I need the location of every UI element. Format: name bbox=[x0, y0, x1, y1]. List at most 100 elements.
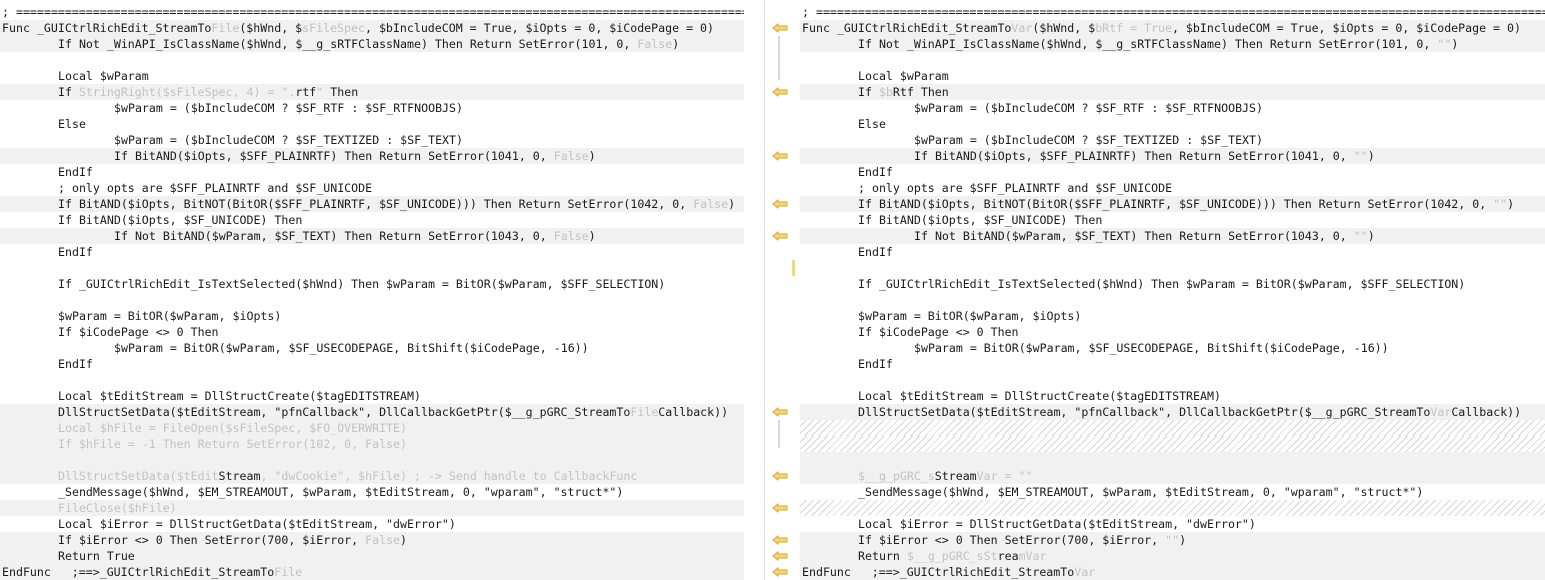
code-token: DllStructSetData($tEdit bbox=[58, 469, 219, 483]
change-marker bbox=[792, 260, 795, 276]
right-code-line[interactable]: If $iError <> 0 Then SetError(700, $iErr… bbox=[800, 532, 1545, 548]
left-code-line[interactable]: $wParam = BitOR($wParam, $SF_USECODEPAGE… bbox=[0, 340, 744, 356]
right-code-line[interactable]: Local $wParam bbox=[800, 68, 1545, 84]
right-code-line[interactable] bbox=[800, 260, 1545, 276]
right-code-line[interactable]: Local $iError = DllStructGetData($tEditS… bbox=[800, 516, 1545, 532]
left-code-line[interactable]: If BitAND($iOpts, BitNOT(BitOR($SFF_PLAI… bbox=[0, 196, 744, 212]
left-code-line[interactable]: $wParam = BitOR($wParam, $iOpts) bbox=[0, 308, 744, 324]
code-token: Local $hFile = FileOpen($sFileSpec, $FO_… bbox=[58, 421, 408, 435]
right-code-line[interactable] bbox=[800, 500, 1545, 516]
code-token: "" bbox=[1353, 229, 1368, 243]
left-code-line[interactable]: If $iError <> 0 Then SetError(700, $iErr… bbox=[0, 532, 744, 548]
copy-left-arrow-icon[interactable] bbox=[772, 503, 788, 513]
right-code-line[interactable] bbox=[800, 420, 1545, 436]
left-code-line[interactable]: Local $hFile = FileOpen($sFileSpec, $FO_… bbox=[0, 420, 744, 436]
left-code-line[interactable]: If _GUICtrlRichEdit_IsTextSelected($hWnd… bbox=[0, 276, 744, 292]
copy-left-arrow-icon[interactable] bbox=[772, 23, 788, 33]
right-code-line[interactable]: Return $__g_pGRC_sStreamVar bbox=[800, 548, 1545, 564]
right-code-line[interactable]: If Not BitAND($wParam, $SF_TEXT) Then Re… bbox=[800, 228, 1545, 244]
copy-left-arrow-icon[interactable] bbox=[772, 231, 788, 241]
right-code-line[interactable]: If $bRtf Then bbox=[800, 84, 1545, 100]
right-code-line[interactable]: $wParam = ($bIncludeCOM ? $SF_TEXTIZED :… bbox=[800, 132, 1545, 148]
code-token: rtf bbox=[295, 85, 317, 99]
left-code-line[interactable]: If BitAND($iOpts, $SFF_PLAINRTF) Then Re… bbox=[0, 148, 744, 164]
right-code-line[interactable]: If _GUICtrlRichEdit_IsTextSelected($hWnd… bbox=[800, 276, 1545, 292]
right-code-line[interactable]: $wParam = BitOR($wParam, $SF_USECODEPAGE… bbox=[800, 340, 1545, 356]
code-token: Else bbox=[858, 117, 886, 131]
right-code-line[interactable]: Local $tEditStream = DllStructCreate($ta… bbox=[800, 388, 1545, 404]
left-code-line[interactable]: If Not _WinAPI_IsClassName($hWnd, $__g_s… bbox=[0, 36, 744, 52]
left-code-line[interactable]: DllStructSetData($tEditStream, "dwCookie… bbox=[0, 468, 744, 484]
code-token: Var bbox=[1430, 405, 1452, 419]
left-code-line[interactable] bbox=[0, 292, 744, 308]
right-code-line[interactable] bbox=[800, 372, 1545, 388]
code-token: Callback)) bbox=[658, 405, 729, 419]
right-code-line[interactable]: _SendMessage($hWnd, $EM_STREAMOUT, $wPar… bbox=[800, 484, 1545, 500]
code-token: StringRight($sFileSpec, 4) = ". bbox=[78, 85, 296, 99]
right-code-line[interactable]: If BitAND($iOpts, BitNOT(BitOR($SFF_PLAI… bbox=[800, 196, 1545, 212]
copy-left-arrow-icon[interactable] bbox=[772, 551, 788, 561]
diff-gutter bbox=[766, 0, 800, 580]
left-code-line[interactable]: $wParam = ($bIncludeCOM ? $SF_TEXTIZED :… bbox=[0, 132, 744, 148]
code-token: False bbox=[637, 37, 673, 51]
right-code-pane[interactable]: ; ======================================… bbox=[800, 0, 1545, 580]
left-code-line[interactable]: If Not BitAND($wParam, $SF_TEXT) Then Re… bbox=[0, 228, 744, 244]
right-code-line[interactable]: EndIf bbox=[800, 244, 1545, 260]
left-code-line[interactable]: EndIf bbox=[0, 164, 744, 180]
right-code-line[interactable] bbox=[800, 52, 1545, 68]
copy-left-arrow-icon[interactable] bbox=[772, 87, 788, 97]
copy-left-arrow-icon[interactable] bbox=[772, 151, 788, 161]
right-code-line[interactable]: EndIf bbox=[800, 164, 1545, 180]
right-code-line[interactable]: $wParam = BitOR($wParam, $iOpts) bbox=[800, 308, 1545, 324]
right-code-line[interactable]: If $iCodePage <> 0 Then bbox=[800, 324, 1545, 340]
left-code-line[interactable]: ; only opts are $SFF_PLAINRTF and $SF_UN… bbox=[0, 180, 744, 196]
copy-left-arrow-icon[interactable] bbox=[772, 471, 788, 481]
right-code-line[interactable]: Func _GUICtrlRichEdit_StreamToVar($hWnd,… bbox=[800, 20, 1545, 36]
left-code-line[interactable]: EndIf bbox=[0, 356, 744, 372]
code-token: ; ======================================… bbox=[802, 5, 1545, 19]
left-code-line[interactable] bbox=[0, 52, 744, 68]
left-code-line[interactable]: If BitAND($iOpts, $SF_UNICODE) Then bbox=[0, 212, 744, 228]
left-code-line[interactable]: DllStructSetData($tEditStream, "pfnCallb… bbox=[0, 404, 744, 420]
left-code-line[interactable] bbox=[0, 372, 744, 388]
right-code-line[interactable]: If Not _WinAPI_IsClassName($hWnd, $__g_s… bbox=[800, 36, 1545, 52]
left-code-line[interactable]: ; ======================================… bbox=[0, 4, 744, 20]
left-code-pane[interactable]: ; ======================================… bbox=[0, 0, 744, 580]
left-code-line[interactable]: _SendMessage($hWnd, $EM_STREAMOUT, $wPar… bbox=[0, 484, 744, 500]
right-code-line[interactable]: $wParam = ($bIncludeCOM ? $SF_RTF : $SF_… bbox=[800, 100, 1545, 116]
code-token: ($hWnd, $ bbox=[1032, 21, 1096, 35]
left-code-line[interactable]: Else bbox=[0, 116, 744, 132]
left-code-line[interactable]: Func _GUICtrlRichEdit_StreamToFile($hWnd… bbox=[0, 20, 744, 36]
right-code-line[interactable]: EndFunc ;==>_GUICtrlRichEdit_StreamToVar bbox=[800, 564, 1545, 580]
left-code-line[interactable]: Local $wParam bbox=[0, 68, 744, 84]
right-code-line[interactable]: ; only opts are $SFF_PLAINRTF and $SF_UN… bbox=[800, 180, 1545, 196]
right-code-line[interactable]: If BitAND($iOpts, $SF_UNICODE) Then bbox=[800, 212, 1545, 228]
code-token: $wParam = BitOR($wParam, $iOpts) bbox=[858, 309, 1082, 323]
left-code-line[interactable]: If $iCodePage <> 0 Then bbox=[0, 324, 744, 340]
right-code-line[interactable]: DllStructSetData($tEditStream, "pfnCallb… bbox=[800, 404, 1545, 420]
left-code-line[interactable]: FileClose($hFile) bbox=[0, 500, 744, 516]
left-code-line[interactable]: $wParam = ($bIncludeCOM ? $SF_RTF : $SF_… bbox=[0, 100, 744, 116]
left-code-line[interactable]: Local $iError = DllStructGetData($tEditS… bbox=[0, 516, 744, 532]
right-code-line[interactable] bbox=[800, 436, 1545, 452]
left-code-line[interactable]: Local $tEditStream = DllStructCreate($ta… bbox=[0, 388, 744, 404]
copy-left-arrow-icon[interactable] bbox=[772, 199, 788, 209]
right-code-line[interactable] bbox=[800, 452, 1545, 468]
left-code-line[interactable]: If StringRight($sFileSpec, 4) = ".rtf" T… bbox=[0, 84, 744, 100]
right-code-line[interactable]: ; ======================================… bbox=[800, 4, 1545, 20]
left-code-line[interactable] bbox=[0, 452, 744, 468]
left-code-line[interactable]: If $hFile = -1 Then Return SetError(102,… bbox=[0, 436, 744, 452]
right-code-line[interactable] bbox=[800, 292, 1545, 308]
left-scroll-gutter[interactable] bbox=[744, 0, 765, 580]
left-code-line[interactable]: Return True bbox=[0, 548, 744, 564]
left-code-line[interactable] bbox=[0, 260, 744, 276]
left-code-line[interactable]: EndIf bbox=[0, 244, 744, 260]
copy-left-arrow-icon[interactable] bbox=[772, 407, 788, 417]
right-code-line[interactable]: Else bbox=[800, 116, 1545, 132]
left-code-line[interactable]: EndFunc ;==>_GUICtrlRichEdit_StreamToFil… bbox=[0, 564, 744, 580]
copy-left-arrow-icon[interactable] bbox=[772, 567, 788, 577]
right-code-line[interactable]: $__g_pGRC_sStreamVar = "" bbox=[800, 468, 1545, 484]
right-code-line[interactable]: If BitAND($iOpts, $SFF_PLAINRTF) Then Re… bbox=[800, 148, 1545, 164]
copy-left-arrow-icon[interactable] bbox=[772, 535, 788, 545]
right-code-line[interactable]: EndIf bbox=[800, 356, 1545, 372]
